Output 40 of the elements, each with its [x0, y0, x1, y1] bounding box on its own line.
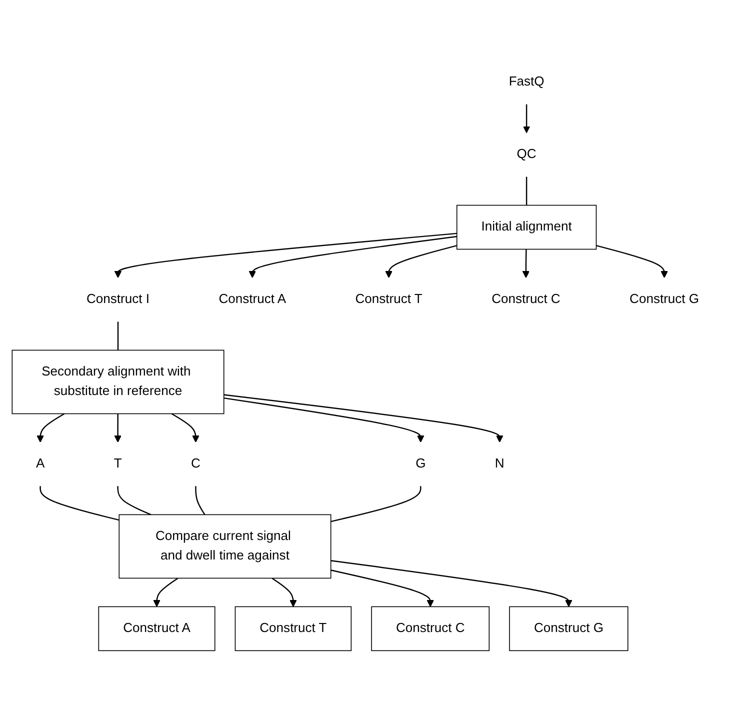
node-box: Construct G: [509, 606, 628, 652]
arrow: [171, 413, 200, 443]
arrow: [596, 245, 668, 278]
node-text: QC: [516, 147, 536, 162]
connector: [195, 486, 206, 516]
node-text: Construct T: [355, 292, 422, 306]
arrow: [114, 414, 122, 443]
arrow: [272, 578, 297, 608]
connector: [40, 486, 120, 521]
arrow: [522, 249, 530, 278]
arrow: [330, 560, 572, 608]
node-text: T: [114, 456, 122, 471]
connector: [330, 486, 422, 522]
node-text: N: [494, 456, 504, 471]
node-box: Secondary alignment with substitute in reference: [12, 350, 224, 414]
node-text: A: [36, 456, 45, 471]
node-text: Construct G: [630, 292, 700, 306]
node-text: G: [416, 456, 426, 471]
arrow: [153, 578, 178, 608]
arrow: [224, 394, 504, 443]
node-text: Construct C: [492, 292, 560, 306]
arrow: [36, 413, 65, 443]
arrow: [248, 236, 457, 278]
node-text: Construct A: [218, 292, 286, 306]
arrow: [330, 570, 434, 608]
node-text: C: [191, 456, 200, 471]
arrow: [522, 104, 530, 134]
node-box: Construct C: [371, 606, 490, 652]
connector: [117, 486, 152, 516]
node-text: Construct I: [86, 292, 150, 306]
connector: [117, 322, 119, 350]
arrow: [114, 232, 457, 278]
node-box: Construct T: [234, 606, 352, 652]
arrow: [224, 397, 424, 443]
node-box: Construct A: [98, 606, 216, 652]
node-box: Initial alignment: [456, 204, 597, 250]
node-text: FastQ: [508, 74, 544, 89]
arrow: [385, 245, 458, 278]
node-box: Compare current signal and dwell time against: [118, 514, 332, 579]
connector: [526, 176, 528, 206]
